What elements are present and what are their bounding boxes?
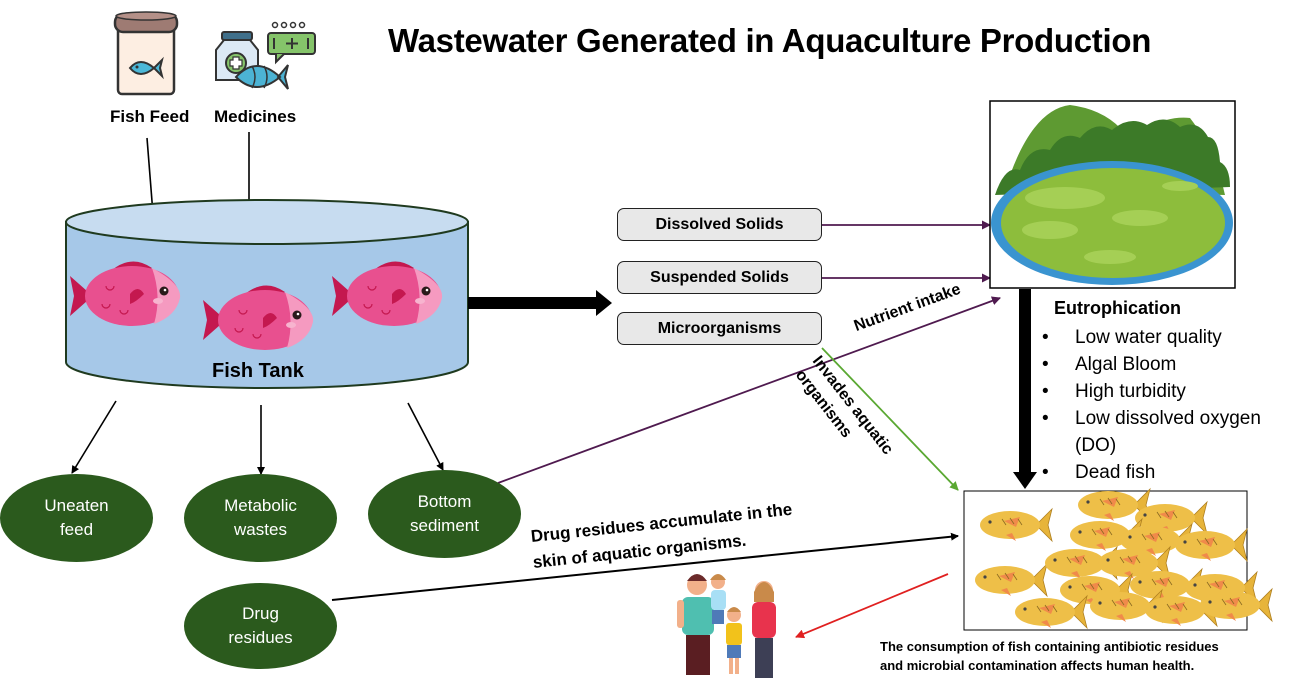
fish-tank-label: Fish Tank (212, 360, 304, 382)
metabolic-wastes-oval: Metabolic wastes (184, 474, 337, 562)
uneaten-feed-oval: Uneaten feed (0, 474, 153, 562)
suspended-solids-label: Suspended Solids (650, 268, 789, 286)
effect-item: Dead fish (1040, 459, 1275, 486)
microorganisms-box: Microorganisms (617, 312, 822, 345)
fish-school-illustration (963, 488, 1273, 631)
algae-pond-illustration (989, 100, 1236, 289)
uneaten-feed-line2: feed (59, 520, 94, 539)
dissolved-solids-label: Dissolved Solids (655, 215, 784, 233)
medicine-bottle-fish-icon (215, 21, 316, 90)
uneaten-feed-line1: Uneaten (44, 496, 109, 515)
bottom-sediment-oval: Bottom sediment (368, 470, 521, 558)
effect-item: Low dissolved oxygen (DO) (1040, 405, 1275, 459)
page-title: Wastewater Generated in Aquaculture Prod… (388, 22, 1152, 59)
drug-residues-line2: residues (228, 628, 293, 647)
fish-tank (65, 199, 469, 389)
eutrophication-effects-list: Low water quality Algal Bloom High turbi… (1040, 324, 1275, 486)
drug-residues-line1: Drug (242, 604, 279, 623)
tank-to-uneaten-arrow (71, 400, 117, 474)
medicines-label: Medicines (214, 107, 297, 126)
tank-to-sediment-arrow (407, 402, 444, 471)
bottom-sediment-line2: sediment (410, 516, 479, 535)
effect-item: Algal Bloom (1040, 351, 1275, 378)
nutrient-intake-arrow (497, 296, 1001, 484)
family-illustration (677, 574, 776, 678)
dissolved-solids-box: Dissolved Solids (617, 208, 822, 241)
effect-item: High turbidity (1040, 378, 1275, 405)
caption-line2: and microbial contamination affects huma… (880, 658, 1195, 673)
fish-feed-jar-icon (113, 11, 179, 96)
drug-residues-oval: Drug residues (184, 583, 337, 669)
suspended-solids-box: Suspended Solids (617, 261, 822, 294)
metabolic-wastes-line2: wastes (234, 520, 287, 539)
pond-to-fish-arrow (1013, 289, 1037, 489)
microorganisms-label: Microorganisms (657, 319, 782, 337)
effect-item: Low water quality (1040, 324, 1275, 351)
bottom-sediment-line1: Bottom (417, 492, 472, 511)
consumption-arrow (795, 573, 949, 639)
fish-feed-label: Fish Feed (110, 107, 190, 126)
drug-residues-arrow (331, 532, 959, 601)
tank-to-components-arrow (468, 290, 612, 316)
eutrophication-title: Eutrophication (1054, 298, 1181, 318)
feed-to-tank-arrow (146, 137, 157, 215)
caption-line1: The consumption of fish containing antib… (880, 639, 1219, 654)
metabolic-wastes-line1: Metabolic (224, 496, 297, 515)
invades-organisms-arrow (821, 347, 959, 491)
health-impact-caption: The consumption of fish containing antib… (880, 637, 1219, 675)
